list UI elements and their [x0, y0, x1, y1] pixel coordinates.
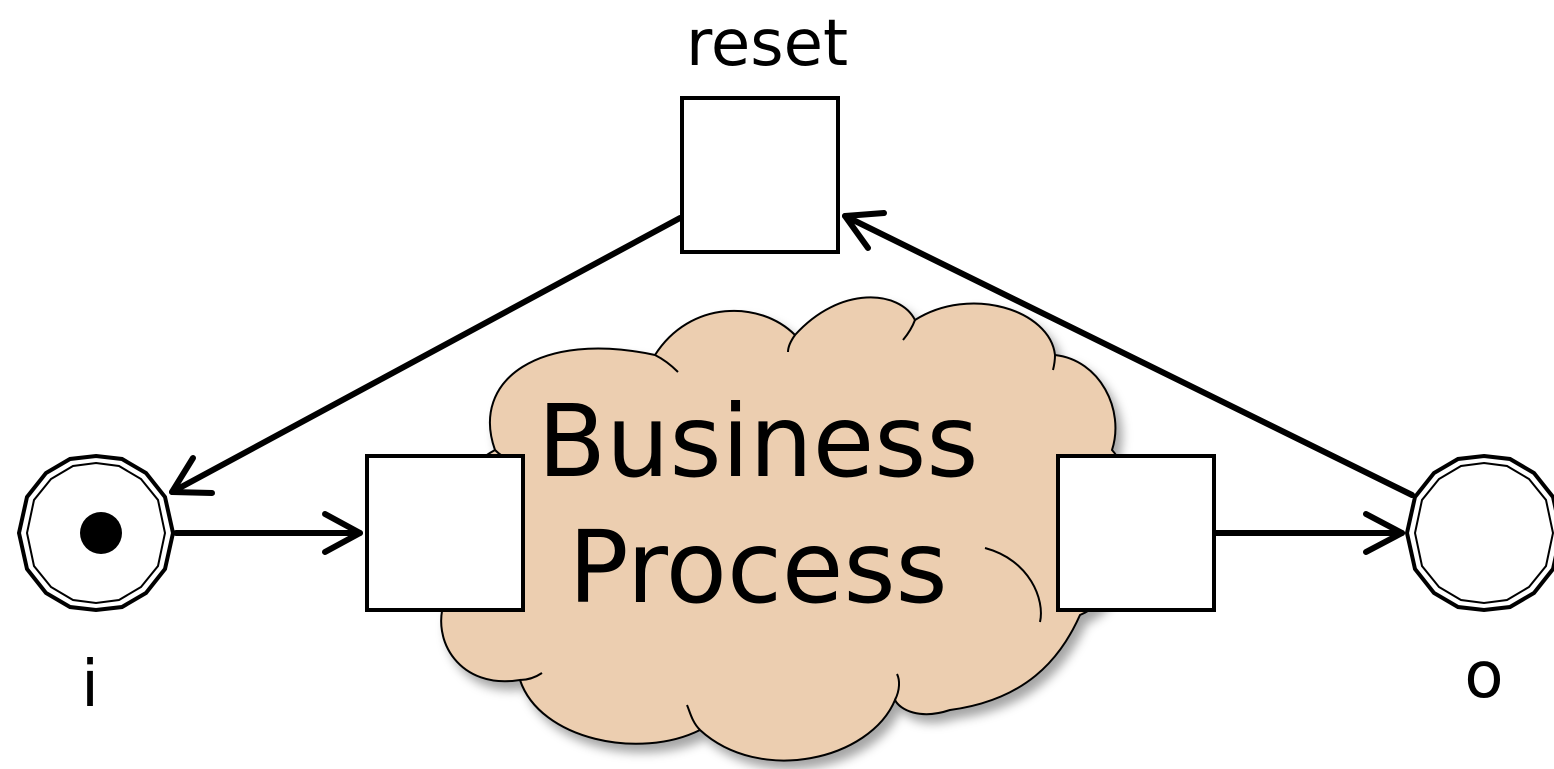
token: [80, 512, 122, 554]
output-place-label: o: [1464, 639, 1503, 713]
start-transition[interactable]: [365, 454, 525, 612]
arc-output-to-reset: [842, 213, 1415, 498]
output-place-circle: [1404, 453, 1554, 613]
cloud-label-line2: Process: [568, 509, 947, 626]
end-transition[interactable]: [1056, 454, 1216, 612]
arrowhead-start: [322, 511, 363, 555]
output-place[interactable]: [1404, 453, 1554, 613]
arc-reset-to-input: [169, 215, 683, 495]
arrowhead-output: [1363, 511, 1405, 555]
arcs: [169, 210, 1415, 555]
input-place-label: i: [81, 648, 99, 722]
reset-transition[interactable]: [680, 96, 840, 254]
input-place[interactable]: [16, 453, 176, 613]
reset-label: reset: [686, 7, 848, 81]
arrowhead-input: [169, 455, 215, 496]
cloud-label-line1: Business: [538, 383, 979, 500]
arrowhead-reset: [842, 210, 887, 251]
